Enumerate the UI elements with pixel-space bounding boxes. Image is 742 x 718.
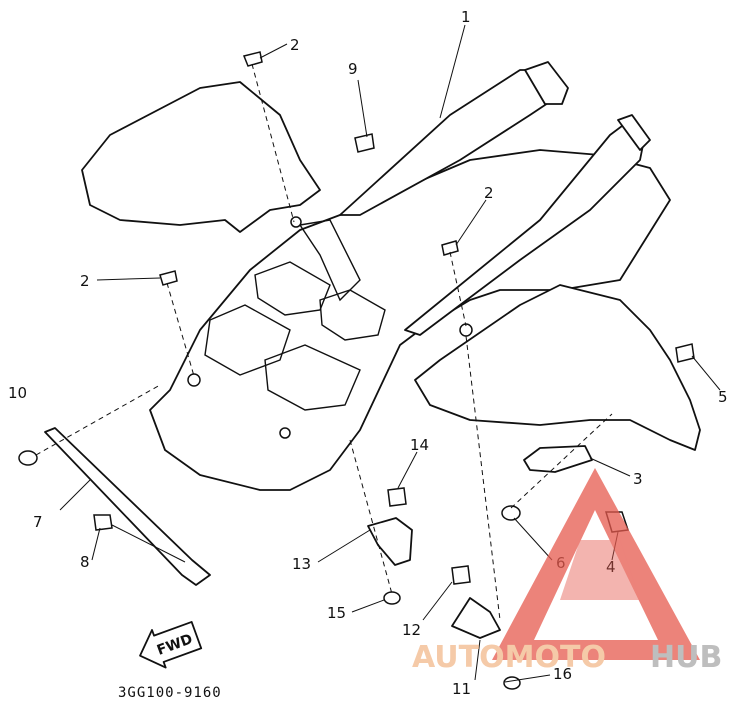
rear-fender-assembly [81,61,701,491]
callout-16: 16 [553,665,572,683]
callout-15: 15 [327,604,346,622]
watermark-triangle-icon [492,468,700,660]
callout-8: 8 [80,553,90,571]
callout-13: 13 [292,555,311,573]
callout-7: 7 [33,513,43,531]
callout-9: 9 [348,60,358,78]
watermark-text-hub: HUB [650,640,722,675]
callout-2: 2 [80,272,90,290]
callout-2: 2 [290,36,300,54]
callout-11: 11 [452,680,471,698]
watermark: AUTOMOTO HUB [412,468,722,675]
callout-12: 12 [402,621,421,639]
callout-14: 14 [410,436,429,454]
callout-10: 10 [8,384,27,402]
callout-2: 2 [484,184,494,202]
diagram-code: 3GG100-9160 [118,685,222,701]
callout-4: 4 [606,558,616,576]
fwd-arrow: FWD [139,621,203,669]
callout-1: 1 [461,8,471,26]
hardware-parts [18,51,695,690]
callout-labels: 1 2 2 2 9 3 4 5 6 7 8 10 11 12 13 14 15 … [8,8,728,698]
callout-5: 5 [718,388,728,406]
callout-3: 3 [633,470,643,488]
watermark-text-automoto: AUTOMOTO [412,640,606,675]
